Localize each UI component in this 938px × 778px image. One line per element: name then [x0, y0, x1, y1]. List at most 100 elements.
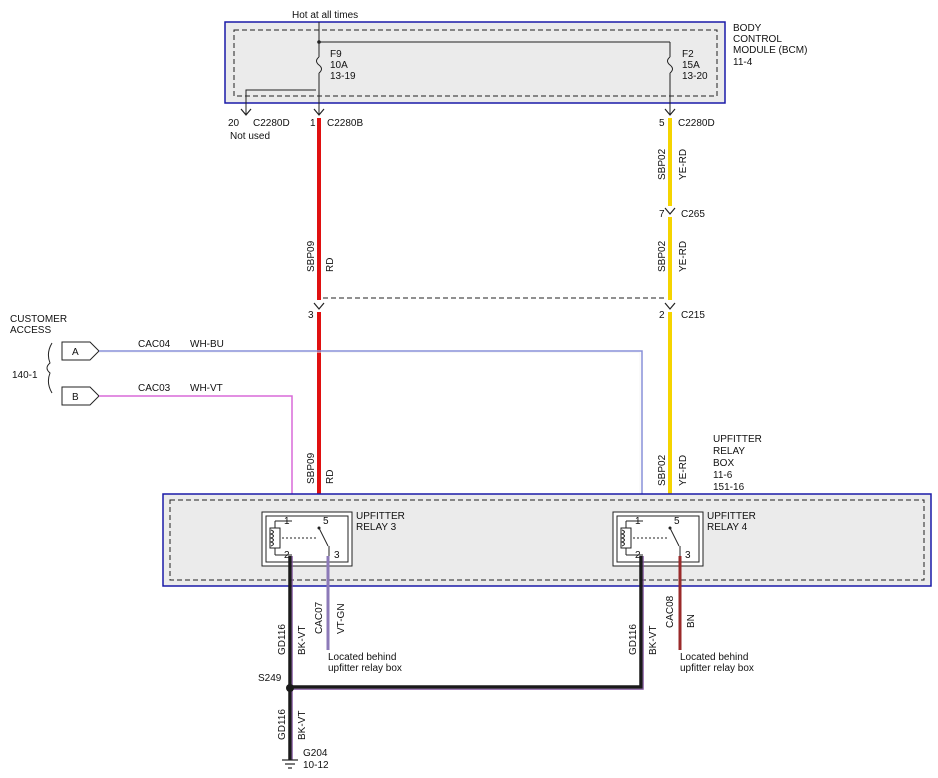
fuse-f2-symbol [667, 56, 673, 74]
relay-3-name-line-1: UPFITTER [356, 511, 405, 522]
relay-3-pin-5: 5 [323, 516, 329, 527]
connector-arrow-c265 [664, 207, 676, 215]
relay-3-inner [265, 515, 349, 563]
relay-4-switch-icon [669, 527, 680, 547]
connector-c2280d-label-a: C2280D [253, 118, 290, 129]
bcm-outline [224, 21, 726, 104]
connector-arrow-c215-a [313, 302, 325, 310]
relay-3-note-line-1: Located behind [328, 652, 396, 663]
connector-arrow-c2280b [313, 108, 325, 116]
circuit-cac04-label: CAC04 [138, 339, 171, 350]
customer-pin-b-tag [61, 386, 100, 406]
fuse-f2-ref: 13-20 [682, 71, 708, 82]
relay-3-pin-2: 2 [284, 550, 290, 561]
ground-g204-label: G204 [303, 748, 328, 759]
upfitter-relay-4: 1 2 5 3 [612, 511, 704, 567]
relay-box-inner-boundary [169, 499, 925, 581]
wire-color-vt-gn-label: VT-GN [336, 603, 347, 634]
relay-4-pin-2: 2 [635, 550, 641, 561]
customer-pin-a-tag [61, 341, 100, 361]
wire-color-ye-rd-label-1: YE-RD [678, 149, 689, 180]
wire-color-ye-rd-label-3: YE-RD [678, 455, 689, 486]
relay-3-pin-3: 3 [334, 550, 340, 561]
customer-access-ref: 140-1 [12, 370, 38, 381]
wire-cac03-wh-vt [99, 395, 293, 520]
fuse-f9-rating: 10A [330, 60, 348, 71]
relay-3-name-line-2: RELAY 3 [356, 522, 397, 533]
connector-c265-label: C265 [681, 209, 705, 220]
pin-2-number: 2 [659, 310, 665, 321]
circuit-sbp02-label-1: SBP02 [657, 148, 668, 180]
upfitter-relay-3: 1 2 5 3 [261, 511, 353, 567]
not-used-label: Not used [230, 131, 270, 142]
connector-c2280d-label-b: C2280D [678, 118, 715, 129]
fuse-f9-ref: 13-19 [330, 71, 356, 82]
relay-4-pin-1: 1 [635, 516, 641, 527]
circuit-sbp09-label-2: SBP09 [306, 452, 317, 484]
circuit-gd116-label-3: GD116 [277, 709, 288, 740]
wire-color-rd-label-1: RD [325, 258, 336, 272]
circuit-gd116-label-2: GD116 [628, 624, 639, 655]
relay-box-name-line-1: UPFITTER [713, 434, 762, 445]
connector-arrow-c2280d [664, 108, 676, 116]
customer-access-brace [46, 342, 53, 394]
wire-color-ye-rd-label-2: YE-RD [678, 241, 689, 272]
circuit-cac08-label: CAC08 [665, 595, 676, 628]
relay-3-switch-icon [318, 527, 329, 547]
wire-color-bk-vt-label-3: BK-VT [297, 711, 308, 740]
customer-access: CUSTOMER ACCESS 140-1 A B [10, 314, 100, 406]
connector-arrow-c215-b [664, 302, 676, 310]
pin-7-number: 7 [659, 209, 665, 220]
customer-access-line-1: CUSTOMER [10, 314, 67, 325]
relay-box-name-line-3: BOX [713, 458, 734, 469]
customer-pin-b-label: B [72, 392, 79, 403]
wire-gd116-relay-4 [290, 556, 644, 690]
fuse-f9-name: F9 [330, 49, 342, 60]
circuit-gd116-label-1: GD116 [277, 624, 288, 655]
bcm-ref: 11-4 [733, 57, 753, 68]
relay-4-name-line-1: UPFITTER [707, 511, 756, 522]
relay-4-pin-3: 3 [685, 550, 691, 561]
connector-arrow-20 [240, 108, 252, 116]
bcm-name-line-2: CONTROL [733, 34, 782, 45]
fuse-f2: F2 15A 13-20 [667, 42, 708, 114]
wire-color-bk-vt-label-2: BK-VT [648, 626, 659, 655]
wire-color-wh-bu-label: WH-BU [190, 339, 224, 350]
wire-color-bn-label: BN [686, 614, 697, 628]
pin-20-number: 20 [228, 118, 240, 129]
relay-4-pin-5: 5 [674, 516, 680, 527]
relay-3-note-line-2: upfitter relay box [328, 663, 402, 674]
wire-color-rd-label-2: RD [325, 470, 336, 484]
customer-pin-a-label: A [72, 347, 79, 358]
splice-s249-dot [286, 684, 294, 692]
circuit-sbp02-label-2: SBP02 [657, 240, 668, 272]
splice-s249-label: S249 [258, 673, 282, 684]
circuit-cac07-label: CAC07 [314, 601, 325, 634]
customer-access-line-2: ACCESS [10, 325, 51, 336]
bcm-inner-boundary [233, 29, 718, 97]
circuit-sbp02-label-3: SBP02 [657, 454, 668, 486]
relay-4-note-line-1: Located behind [680, 652, 748, 663]
wire-gd116-relay-3 [288, 556, 293, 760]
relay-box-ref-2: 151-16 [713, 482, 745, 493]
relay-box-ref-1: 11-6 [713, 470, 733, 481]
circuit-sbp09-label-1: SBP09 [306, 240, 317, 272]
bcm-name-line-3: MODULE (BCM) [733, 45, 807, 56]
fuse-f2-name: F2 [682, 49, 694, 60]
relay-4-inner [616, 515, 700, 563]
circuit-cac03-label: CAC03 [138, 383, 171, 394]
pin-3-number: 3 [308, 310, 314, 321]
wire-color-bk-vt-label-1: BK-VT [297, 626, 308, 655]
fuse-f2-rating: 15A [682, 60, 700, 71]
wire-cac04-wh-bu [99, 350, 643, 520]
connector-c2280b-label: C2280B [327, 118, 363, 129]
pin-1-number: 1 [310, 118, 316, 129]
ground-g204-icon [282, 759, 298, 769]
wire-color-wh-vt-label: WH-VT [190, 383, 223, 394]
connector-c215-label: C215 [681, 310, 705, 321]
relay-box-name-line-2: RELAY [713, 446, 745, 457]
ground-g204-ref: 10-12 [303, 760, 329, 771]
bcm-module: BODY CONTROL MODULE (BCM) 11-4 [224, 21, 807, 104]
relay-4-name-line-2: RELAY 4 [707, 522, 748, 533]
